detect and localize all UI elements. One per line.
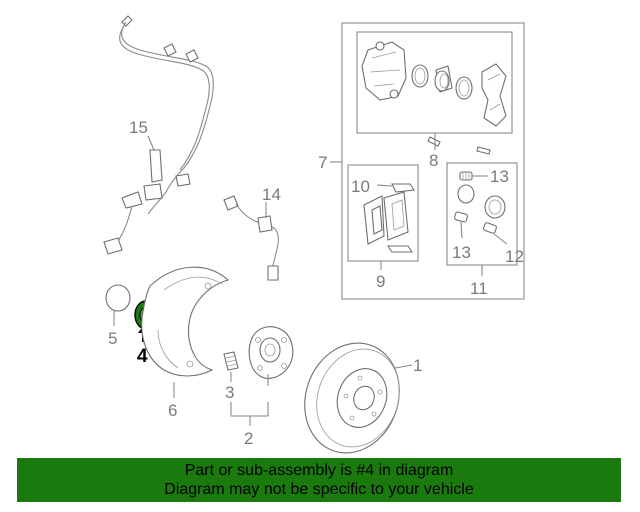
callout-10: 10 xyxy=(351,177,370,196)
callout-12: 12 xyxy=(505,247,524,266)
bolt-icon xyxy=(427,136,441,147)
callout-labels: 1 2 3 4 5 6 7 8 9 10 11 12 13 13 14 15 xyxy=(108,118,524,448)
callout-4: 4 xyxy=(137,346,148,367)
callout-8: 8 xyxy=(429,151,438,170)
abs-sensor-icon xyxy=(103,15,214,255)
bolt-icon xyxy=(476,146,491,155)
caliper-body-icon xyxy=(361,41,407,101)
caliper-bracket-icon xyxy=(481,63,507,127)
o-ring-icon xyxy=(105,284,131,326)
callout-3: 3 xyxy=(225,383,234,402)
callout-2: 2 xyxy=(244,429,253,448)
callout-14: 14 xyxy=(262,185,281,204)
pad-clip-icon xyxy=(386,183,415,253)
seal-ring-icon xyxy=(457,184,506,219)
callout-15: 15 xyxy=(129,118,148,137)
wheel-stud-icon xyxy=(223,351,239,382)
wheel-hub-icon xyxy=(248,326,294,386)
callout-6: 6 xyxy=(168,401,177,420)
piston-seal-icon xyxy=(411,64,473,100)
callout-9: 9 xyxy=(376,272,385,291)
parts-diagram: 1 2 3 4 5 6 7 8 9 10 11 12 13 13 14 15 xyxy=(103,15,525,454)
callout-13-top: 13 xyxy=(490,167,509,186)
callout-7: 7 xyxy=(318,153,327,172)
brake-rotor-icon xyxy=(304,342,413,454)
pad-box-9 xyxy=(347,164,419,262)
callout-5: 5 xyxy=(108,329,117,348)
dust-shield-icon xyxy=(141,266,230,398)
callout-11: 11 xyxy=(470,279,488,298)
caliper-assembly-group xyxy=(330,22,525,300)
brake-hose-icon xyxy=(223,195,279,281)
banner-line-disclaimer: Diagram may not be specific to your vehi… xyxy=(164,481,474,498)
callout-1: 1 xyxy=(413,356,422,375)
banner-line-part: Part or sub-assembly is #4 in diagram xyxy=(184,462,454,479)
info-banner: Part or sub-assembly is #4 in diagram Di… xyxy=(17,458,621,502)
brake-pads-icon xyxy=(363,191,409,245)
assembly-box-7 xyxy=(341,22,525,300)
callout-bracket-2 xyxy=(230,402,269,417)
callout-13-bottom: 13 xyxy=(452,243,471,262)
